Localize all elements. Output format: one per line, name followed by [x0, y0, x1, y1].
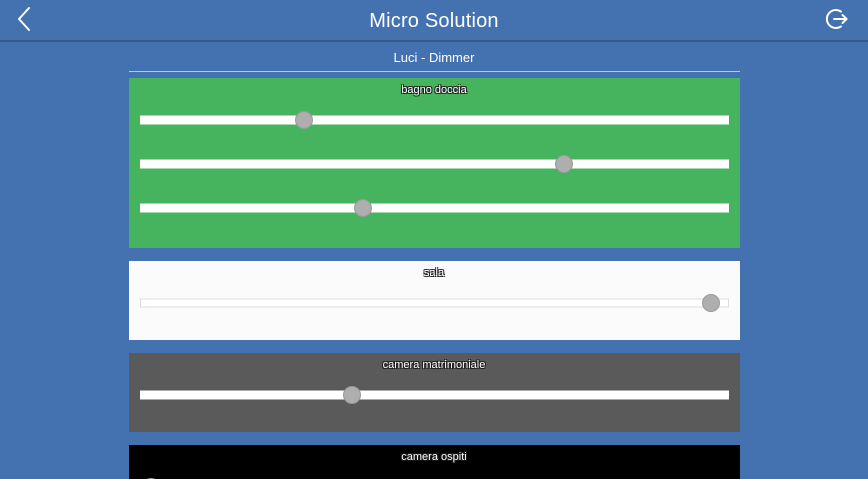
- dimmer-card: camera ospiti: [128, 445, 740, 479]
- dimmer-slider-row: [139, 142, 729, 186]
- slider-track[interactable]: [139, 115, 729, 125]
- slider-thumb[interactable]: [342, 386, 361, 404]
- chevron-left-icon: [15, 5, 33, 38]
- dimmer-card-title: bagno doccia: [401, 84, 467, 96]
- dimmer-slider-row: [139, 186, 729, 230]
- slider-track[interactable]: [139, 390, 729, 400]
- dimmer-slider-row: [139, 281, 729, 325]
- dimmer-card-title: camera ospiti: [401, 451, 467, 463]
- logout-icon: [821, 4, 851, 39]
- bagno-doccia-dimmer-2[interactable]: [139, 155, 729, 173]
- slider-thumb[interactable]: [554, 155, 573, 173]
- sala-dimmer-1[interactable]: [139, 294, 729, 312]
- bagno-doccia-dimmer-1[interactable]: [139, 111, 729, 129]
- section-subtitle-bar: Luci - Dimmer: [0, 42, 868, 72]
- dimmer-card-list: bagno doccia sala camera matrimoniale camer…: [0, 72, 868, 479]
- dimmer-card: camera matrimoniale: [128, 353, 740, 432]
- dimmer-slider-row: [139, 98, 729, 142]
- page-title: Micro Solution: [369, 10, 499, 32]
- dimmer-card-title: sala: [423, 267, 445, 279]
- bagno-doccia-dimmer-3[interactable]: [139, 199, 729, 217]
- section-subtitle: Luci - Dimmer: [393, 49, 475, 65]
- logout-button[interactable]: [814, 0, 858, 42]
- camera-matrimoniale-dimmer-1[interactable]: [139, 386, 729, 404]
- app-header: Micro Solution: [0, 0, 868, 42]
- dimmer-card: bagno doccia: [128, 78, 740, 248]
- dimmer-card: sala: [128, 261, 740, 340]
- slider-thumb[interactable]: [354, 199, 373, 217]
- slider-track[interactable]: [139, 203, 729, 213]
- slider-track[interactable]: [139, 159, 729, 169]
- back-button[interactable]: [4, 0, 44, 42]
- dimmer-slider-row: [139, 373, 729, 417]
- slider-thumb[interactable]: [295, 111, 314, 129]
- dimmer-card-title: camera matrimoniale: [382, 359, 486, 371]
- slider-track[interactable]: [139, 298, 729, 308]
- slider-thumb[interactable]: [701, 294, 720, 312]
- dimmer-slider-row: [140, 465, 729, 479]
- subtitle-divider: [129, 71, 740, 72]
